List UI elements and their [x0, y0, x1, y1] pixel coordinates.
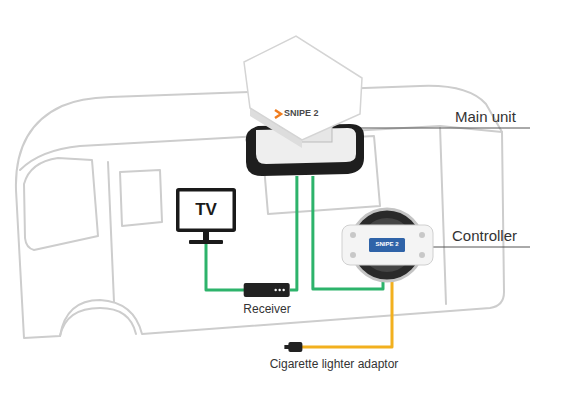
back-edge [440, 126, 446, 304]
node-text: SNIPE 2 [375, 241, 398, 248]
brand-mark [275, 110, 281, 118]
node-graphic [238, 283, 295, 297]
dish-panel [244, 36, 362, 140]
node-text: SNIPE 2 [284, 108, 319, 119]
node-graphic [267, 340, 406, 354]
camper-body [16, 86, 504, 338]
receiver-node: Receiver [238, 283, 295, 317]
controller-body [342, 225, 433, 265]
controller-button [419, 232, 425, 238]
tv-screen [178, 190, 235, 231]
tv-stand [203, 232, 209, 240]
windshield [24, 158, 98, 250]
controller-node: SNIPE 2 [340, 205, 435, 285]
part-label: Controller [452, 227, 517, 245]
part-label: Main unit [455, 108, 516, 126]
receiver-box [244, 283, 290, 297]
controller-display [369, 238, 405, 252]
receiver-led [279, 289, 281, 291]
cable [302, 281, 392, 347]
tv-node: TV [176, 188, 236, 244]
side-window [120, 170, 162, 226]
cable [290, 176, 297, 290]
tv-foot [189, 240, 223, 244]
node-text: Receiver [241, 302, 292, 316]
controller-button [419, 252, 425, 258]
leader-line [357, 128, 530, 129]
cable [206, 244, 244, 290]
receiver-led [283, 289, 285, 291]
leader-line [433, 247, 530, 248]
node-graphic [238, 30, 370, 180]
label-holder: Controller [452, 227, 517, 245]
controller-button [350, 252, 356, 258]
node-text: Cigarette lighter adaptor [268, 357, 401, 371]
wheel-arch [60, 308, 136, 336]
plug-body [288, 342, 302, 352]
adaptor-node: Cigarette lighter adaptor [267, 340, 406, 372]
label-holder: Main unit [455, 108, 516, 126]
controller-button [350, 232, 356, 238]
dish-node: SNIPE 2 [238, 30, 370, 180]
node-text: TV [195, 200, 217, 220]
door-line [108, 162, 114, 302]
receiver-led [275, 289, 277, 291]
